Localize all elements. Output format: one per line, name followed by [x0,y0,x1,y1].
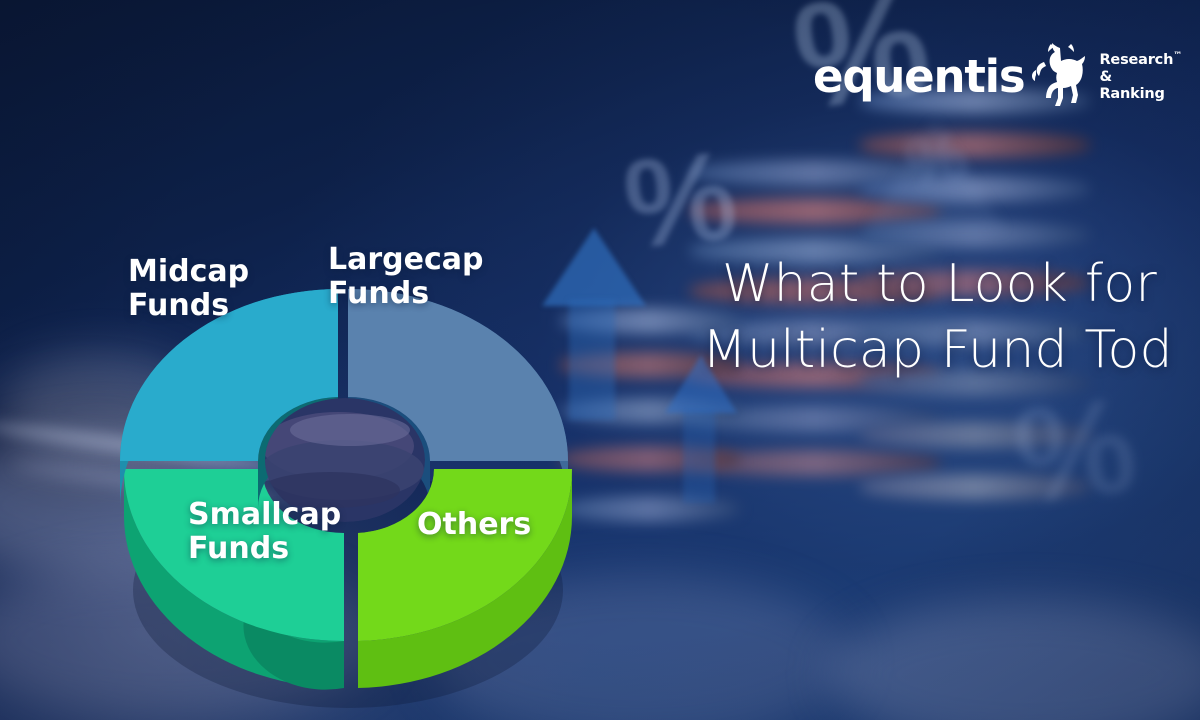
arrow-icon-up-2 [665,355,737,413]
percent-symbol-3: % [1006,368,1144,533]
foreground-coin-blur-4 [830,600,1200,720]
slice-others-top [358,469,572,641]
slice-smallcap-top [124,469,344,641]
multicap-allocation-donut-chart: Midcap Funds Largecap Funds Smallcap Fun… [80,160,610,708]
logo-tagline-research: Research™ [1099,50,1182,68]
equentis-logo[interactable]: equentis Research™ & Ranking [813,40,1182,112]
arrow-icon-up-1 [542,228,646,306]
arrow-shaft-1 [569,300,615,420]
slice-midcap-top [120,289,338,461]
arrow-icon-faint [865,120,1005,230]
logo-tagline: Research™ & Ranking [1099,49,1182,103]
logo-tagline-ranking: Ranking [1099,85,1165,102]
donut-svg [120,289,572,708]
headline-line-2: Multicap Fund Tod [702,319,1173,380]
arrow-shaft-2 [683,408,715,503]
slice-others[interactable] [358,469,572,688]
headline: What to Look for Multicap Fund Tod [702,252,1200,383]
slice-smallcap-inner-wall [243,533,344,690]
slice-largecap-top [348,289,568,461]
percent-symbol-2: % [617,125,744,276]
percent-symbol-4: % [899,115,973,203]
logo-wordmark: equentis [813,49,1026,103]
slice-smallcap[interactable] [124,469,344,690]
donut-hole [265,398,425,522]
bull-icon [1032,43,1086,106]
coin-stack-right [860,70,1090,540]
slice-others-outer-wall [358,469,572,688]
logo-tagline-amp: & [1099,68,1112,85]
headline-line-1: What to Look for [722,254,1157,314]
